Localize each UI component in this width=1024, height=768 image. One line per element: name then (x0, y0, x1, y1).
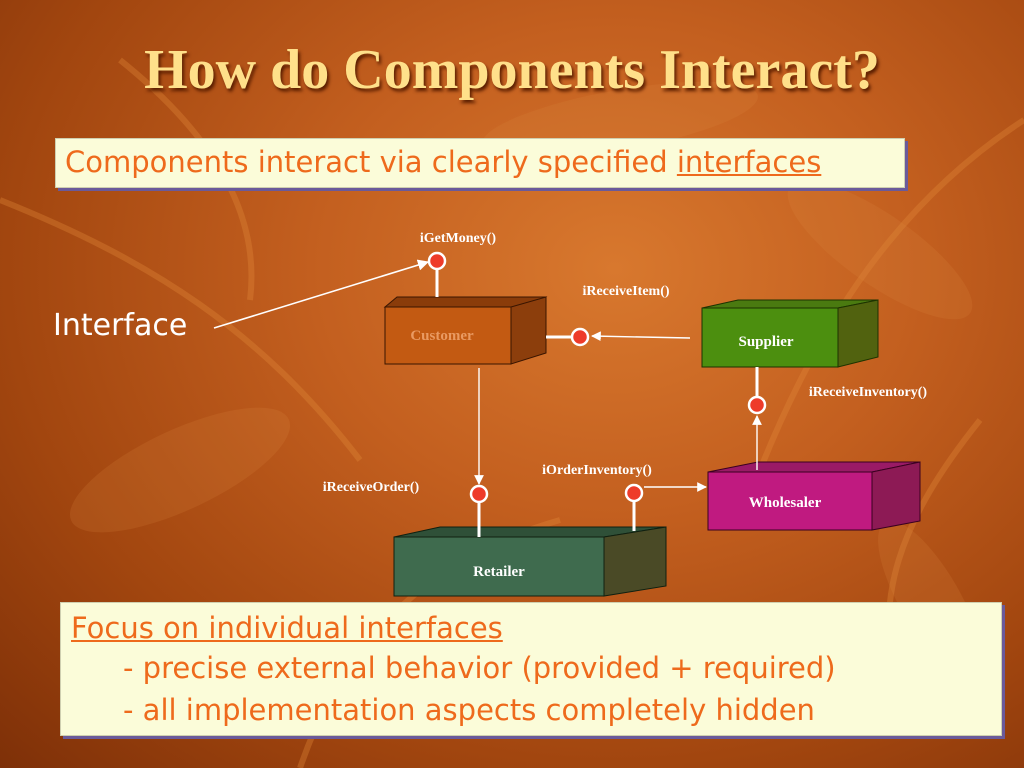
receive-order-label: iReceiveOrder() (323, 480, 420, 495)
receive-item-interface-dot[interactable] (570, 327, 590, 347)
focus-box: Focus on individual interfaces - precise… (60, 602, 1002, 736)
supplier-to-customer-arrow (591, 331, 691, 342)
focus-point-1: - precise external behavior (provided + … (123, 651, 836, 685)
customer-box-front (384, 306, 512, 365)
focus-heading: Focus on individual interfaces (71, 611, 503, 645)
focus-point-2: - all implementation aspects completely … (123, 693, 815, 727)
intro-text-emphasis: interfaces (676, 145, 822, 179)
get-money-interface-dot[interactable] (427, 251, 447, 271)
retailer-label: Retailer (473, 564, 525, 580)
order-inventory-interface-dot[interactable] (624, 483, 644, 503)
retailer-box-front (393, 536, 605, 597)
wholesaler-box-front (707, 471, 873, 531)
wholesaler-component[interactable]: Wholesaler (707, 461, 921, 531)
slide-title: How do Components Interact? (144, 39, 880, 101)
interface-pointer-arrow (213, 259, 430, 329)
supplier-component[interactable]: Supplier (701, 299, 879, 368)
intro-text: Components interact via clearly specifie… (65, 145, 821, 179)
interface-label: Interface (53, 308, 188, 343)
customer-label: Customer (410, 328, 474, 344)
receive-inventory-interface-dot[interactable] (747, 395, 767, 415)
wholesaler-label: Wholesaler (749, 495, 822, 511)
retailer-component[interactable]: Retailer (393, 526, 667, 597)
supplier-box-front (701, 307, 839, 368)
receive-order-interface-dot[interactable] (469, 484, 489, 504)
supplier-label: Supplier (738, 334, 793, 350)
customer-component[interactable]: Customer (383, 296, 548, 365)
order-inventory-label: iOrderInventory() (542, 463, 652, 478)
intro-box: Components interact via clearly specifie… (55, 138, 905, 188)
get-money-label: iGetMoney() (420, 231, 497, 246)
intro-text-main: Components interact via clearly specifie… (65, 145, 677, 179)
receive-inventory-label: iReceiveInventory() (809, 385, 928, 400)
receive-item-label: iReceiveItem() (582, 284, 669, 299)
